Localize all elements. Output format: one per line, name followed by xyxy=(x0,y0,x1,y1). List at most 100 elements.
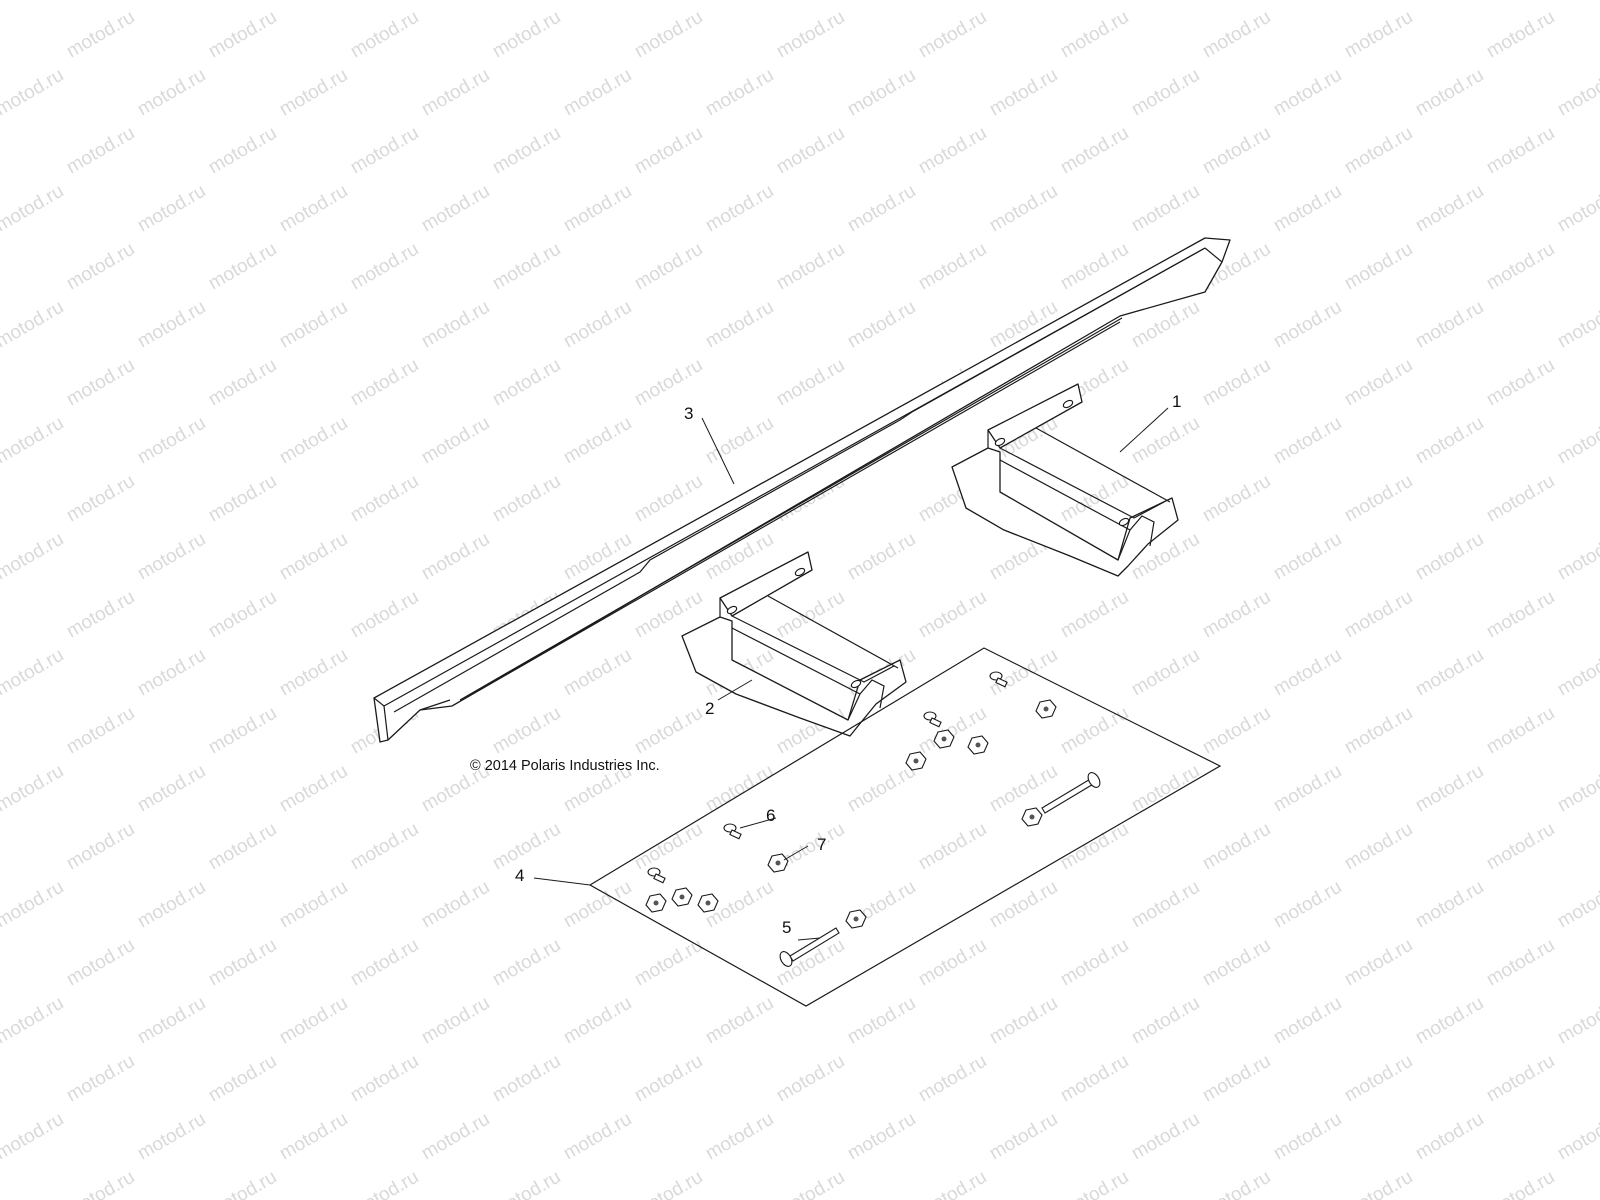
watermark-text: motod.ru xyxy=(1341,471,1416,527)
watermark-text: motod.ru xyxy=(276,413,351,469)
bracket-left-part[interactable] xyxy=(681,551,907,737)
watermark-text: motod.ru xyxy=(1554,297,1600,353)
watermark-text: motod.ru xyxy=(1554,1109,1600,1165)
copyright-text: © 2014 Polaris Industries Inc. xyxy=(470,758,660,774)
watermark-text: motod.ru xyxy=(1128,0,1203,4)
watermark-text: motod.ru xyxy=(489,1167,564,1200)
nut-icon[interactable] xyxy=(845,909,867,929)
watermark-text: motod.ru xyxy=(347,471,422,527)
watermark-text: motod.ru xyxy=(1270,297,1345,353)
watermark-text: motod.ru xyxy=(1270,181,1345,237)
hardware-kit-part[interactable] xyxy=(588,647,1222,1007)
watermark-text: motod.ru xyxy=(1270,0,1345,4)
watermark-text: motod.ru xyxy=(1199,123,1274,179)
callout-5: 5 xyxy=(782,918,791,937)
watermark-text: motod.ru xyxy=(631,1051,706,1107)
watermark-text: motod.ru xyxy=(915,587,990,643)
watermark-text: motod.ru xyxy=(1199,935,1274,991)
watermark-text: motod.ru xyxy=(347,1167,422,1200)
callout-2: 2 xyxy=(705,699,714,718)
watermark-text: motod.ru xyxy=(418,297,493,353)
watermark-text: motod.ru xyxy=(1341,355,1416,411)
watermark-text: motod.ru xyxy=(1270,761,1345,817)
watermark-text: motod.ru xyxy=(418,529,493,585)
watermark-text: motod.ru xyxy=(276,993,351,1049)
nut-icon[interactable] xyxy=(1021,807,1043,827)
watermark-text: motod.ru xyxy=(63,7,138,63)
watermark-text: motod.ru xyxy=(986,181,1061,237)
long-bolt-icon[interactable] xyxy=(778,927,840,968)
watermark-text: motod.ru xyxy=(560,993,635,1049)
watermark-text: motod.ru xyxy=(560,1109,635,1165)
watermark-text: motod.ru xyxy=(1341,123,1416,179)
watermark-text: motod.ru xyxy=(631,935,706,991)
watermark-text: motod.ru xyxy=(1270,993,1345,1049)
watermark-text: motod.ru xyxy=(773,239,848,295)
watermark-text: motod.ru xyxy=(560,65,635,121)
callout-1: 1 xyxy=(1172,392,1181,411)
watermark-text: motod.ru xyxy=(1412,761,1487,817)
watermark-text: motod.ru xyxy=(986,993,1061,1049)
watermark-text: motod.ru xyxy=(489,819,564,875)
watermark-text: motod.ru xyxy=(1270,413,1345,469)
watermark-text: motod.ru xyxy=(489,123,564,179)
watermark-text: motod.ru xyxy=(1483,1051,1558,1107)
watermark-text: motod.ru xyxy=(1199,7,1274,63)
watermark-text: motod.ru xyxy=(276,181,351,237)
watermark-text: motod.ru xyxy=(1483,239,1558,295)
watermark-text: motod.ru xyxy=(1412,181,1487,237)
watermark-text: motod.ru xyxy=(347,587,422,643)
watermark-text: motod.ru xyxy=(347,7,422,63)
watermark-text: motod.ru xyxy=(915,239,990,295)
long-bolt-icon[interactable] xyxy=(1041,771,1102,814)
bolt-icon[interactable] xyxy=(647,867,666,884)
hardware-items xyxy=(645,671,1102,968)
watermark-text: motod.ru xyxy=(1554,181,1600,237)
watermark-text: motod.ru xyxy=(63,1051,138,1107)
watermark-text: motod.ru xyxy=(1483,935,1558,991)
watermark-text: motod.ru xyxy=(489,239,564,295)
watermark-text: motod.ru xyxy=(1199,703,1274,759)
nut-icon[interactable] xyxy=(697,893,719,913)
watermark-text: motod.ru xyxy=(276,529,351,585)
watermark-text: motod.ru xyxy=(915,123,990,179)
chain-guard-part[interactable] xyxy=(373,237,1231,743)
watermark-text: motod.ru xyxy=(0,297,67,353)
watermark-text: motod.ru xyxy=(702,1109,777,1165)
watermark-text: motod.ru xyxy=(915,1051,990,1107)
watermark-text: motod.ru xyxy=(1270,529,1345,585)
watermark-text: motod.ru xyxy=(1412,993,1487,1049)
watermark-text: motod.ru xyxy=(134,413,209,469)
watermark-text: motod.ru xyxy=(1412,645,1487,701)
watermark-text: motod.ru xyxy=(276,761,351,817)
nut-icon[interactable] xyxy=(671,887,693,907)
watermark-text: motod.ru xyxy=(844,297,919,353)
watermark-text: motod.ru xyxy=(134,761,209,817)
watermark-text: motod.ru xyxy=(631,355,706,411)
watermark-text: motod.ru xyxy=(1554,877,1600,933)
watermark-text: motod.ru xyxy=(844,761,919,817)
nut-icon[interactable] xyxy=(905,751,927,771)
bolt-icon[interactable] xyxy=(923,711,942,728)
nut-icon[interactable] xyxy=(967,735,989,755)
nut-icon[interactable] xyxy=(767,853,789,873)
bolt-icon[interactable] xyxy=(989,671,1008,688)
watermark-text: motod.ru xyxy=(1412,877,1487,933)
nut-icon[interactable] xyxy=(1035,699,1057,719)
watermark-text: motod.ru xyxy=(1483,355,1558,411)
watermark-text: motod.ru xyxy=(1341,819,1416,875)
watermark-text: motod.ru xyxy=(1057,471,1132,527)
watermark-text: motod.ru xyxy=(276,645,351,701)
watermark-text: motod.ru xyxy=(134,297,209,353)
watermark-text: motod.ru xyxy=(1128,761,1203,817)
watermark-text: motod.ru xyxy=(1341,1167,1416,1200)
watermark-text: motod.ru xyxy=(1270,1109,1345,1165)
watermark-text: motod.ru xyxy=(1128,65,1203,121)
bolt-icon[interactable] xyxy=(723,823,742,840)
watermark-text: motod.ru xyxy=(986,877,1061,933)
nut-icon[interactable] xyxy=(645,893,667,913)
watermark-text: motod.ru xyxy=(63,355,138,411)
nut-icon[interactable] xyxy=(933,729,955,749)
watermark-text: motod.ru xyxy=(1128,645,1203,701)
bracket-right-part[interactable] xyxy=(951,383,1179,577)
